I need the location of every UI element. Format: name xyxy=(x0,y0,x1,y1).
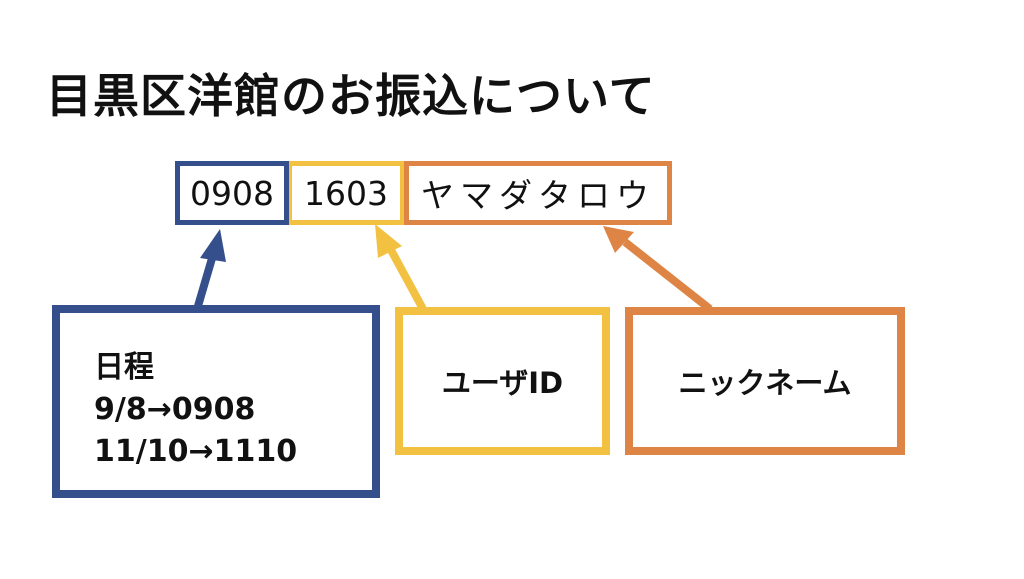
arrow-up-icon xyxy=(194,253,217,308)
arrow-up-icon xyxy=(387,248,427,311)
user-id-callout: ユーザID xyxy=(395,307,610,455)
arrow-up-icon xyxy=(603,226,634,253)
nickname-callout: ニックネーム xyxy=(625,307,905,455)
nickname-label: ニックネーム xyxy=(678,366,852,400)
schedule-line: 11/10→1110 xyxy=(94,434,298,469)
schedule-callout: 日程 9/8→0908 11/10→1110 xyxy=(52,305,380,498)
arrow-up-icon xyxy=(200,229,226,262)
user-id-label: ユーザID xyxy=(441,366,564,400)
page-title: 目黒区洋館のお振込について xyxy=(46,69,656,123)
date-code-segment: 0908 xyxy=(175,161,289,225)
schedule-heading: 日程 xyxy=(94,350,154,385)
schedule-line: 9/8→0908 xyxy=(94,392,256,427)
user-id-segment: 1603 xyxy=(287,161,405,225)
arrow-up-icon xyxy=(622,238,713,313)
nickname-segment: ヤマダタロウ xyxy=(404,161,672,225)
arrow-up-icon xyxy=(375,224,402,258)
